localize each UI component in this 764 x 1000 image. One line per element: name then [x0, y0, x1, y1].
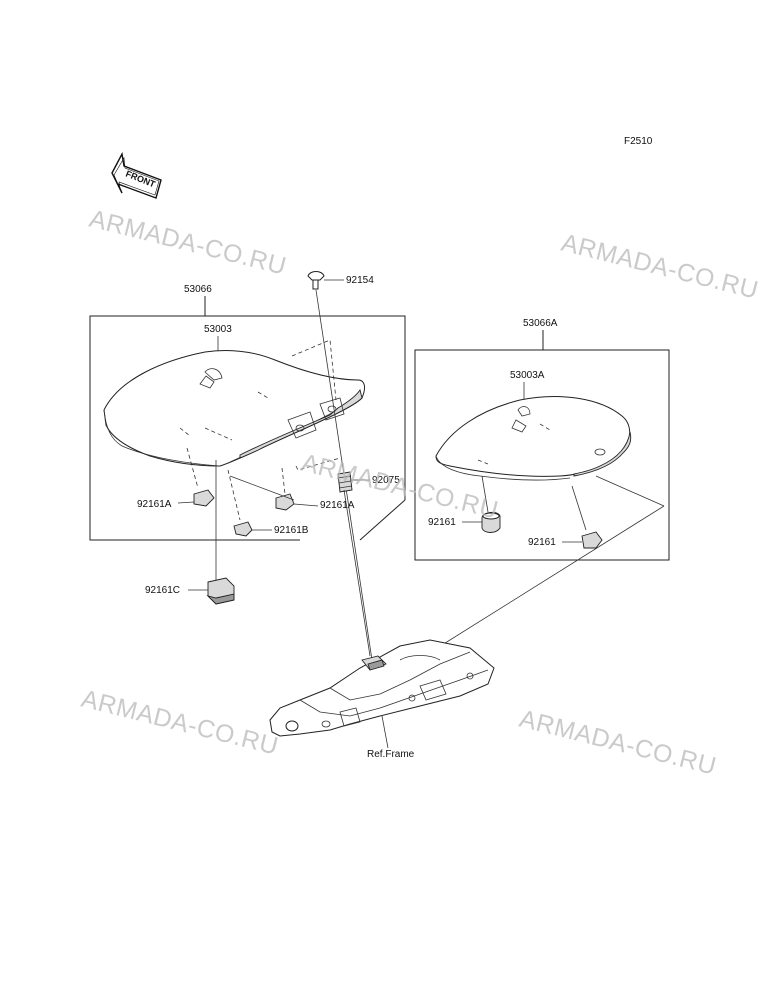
rear-damper-left: 92161: [428, 475, 501, 533]
bolt-label: 92154: [346, 275, 374, 286]
damper-c: 92161C: [145, 460, 235, 605]
rear-seat-cover-label: 53003A: [510, 370, 545, 381]
seat-cover-label: 53003: [204, 324, 232, 335]
seat-assembly-label: 53066: [184, 284, 212, 295]
damper-a-left: 92161A: [137, 447, 215, 510]
damper-a-left-label: 92161A: [137, 499, 172, 510]
clip-label: 92075: [372, 475, 400, 486]
damper-c-label: 92161C: [145, 585, 180, 596]
watermark: ARMADA-CO.RU: [517, 705, 720, 781]
rear-damper-right: 92161: [528, 485, 603, 549]
rear-damper-left-label: 92161: [428, 517, 456, 528]
rear-seat-assembly-group: 53066A 53003A 92161 92161: [414, 318, 670, 561]
damper-b-label: 92161B: [274, 525, 309, 536]
rear-seat: [435, 396, 632, 481]
figure-code: F2510: [624, 136, 653, 147]
rear-seat-assembly-label: 53066A: [523, 318, 558, 329]
front-seat: [103, 349, 366, 467]
watermark: ARMADA-CO.RU: [87, 205, 290, 281]
rear-damper-right-label: 92161: [528, 537, 556, 548]
damper-a-right-label: 92161A: [320, 500, 355, 511]
box-diagonal-line: [359, 499, 406, 541]
watermark: ARMADA-CO.RU: [559, 229, 762, 305]
front-arrow-icon: FRONT: [111, 151, 162, 199]
rear-frame: Ref.Frame: [269, 639, 495, 760]
clip: 92075: [337, 471, 400, 493]
watermark: ARMADA-CO.RU: [79, 685, 282, 761]
frame-ref-label: Ref.Frame: [367, 749, 415, 760]
seat-assembly-group: 53066 53003 92161A: [89, 284, 406, 541]
damper-b: 92161B: [227, 469, 309, 537]
